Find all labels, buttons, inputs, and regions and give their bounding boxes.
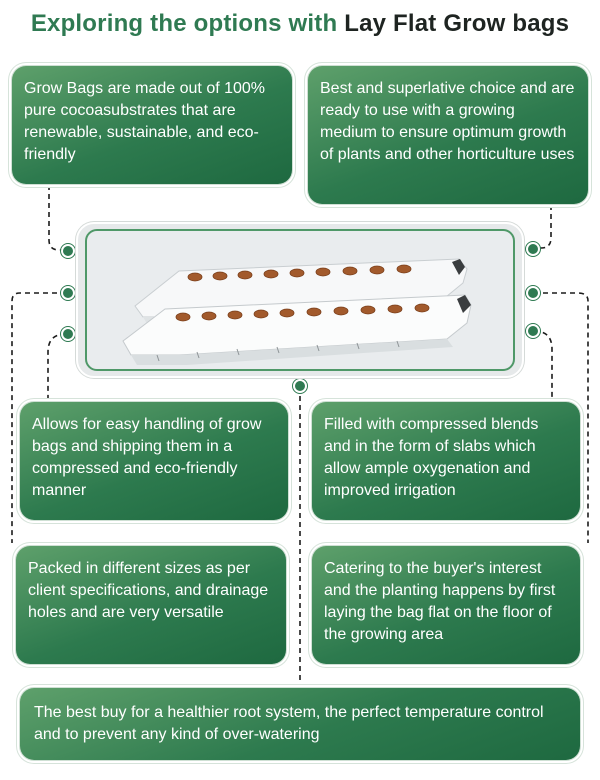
feature-card-sizes: Packed in different sizes as per client …	[16, 546, 286, 664]
feature-text: Allows for easy handling of grow bags an…	[32, 416, 262, 499]
feature-text: The best buy for a healthier root system…	[34, 704, 544, 743]
feature-text: Packed in different sizes as per client …	[28, 560, 269, 621]
node-dot-3	[60, 285, 76, 301]
center-image-frame	[76, 222, 524, 378]
connector-top-right	[534, 205, 552, 249]
feature-card-compressed-blends: Filled with compressed blends and in the…	[312, 402, 580, 520]
title-part-green: Exploring the options with	[30, 10, 338, 37]
node-dot-6	[525, 323, 541, 339]
connector-mid-right	[534, 292, 589, 543]
feature-text: Catering to the buyer's interest and the…	[324, 560, 556, 643]
feature-card-easy-handling: Allows for easy handling of grow bags an…	[20, 402, 288, 520]
center-image-panel	[85, 229, 515, 371]
node-dot-5	[60, 326, 76, 342]
connector-lower-right	[533, 330, 553, 400]
node-dot-2	[525, 241, 541, 257]
feature-card-root-system: The best buy for a healthier root system…	[20, 688, 580, 760]
feature-card-ready-to-use: Best and superlative choice and are read…	[308, 66, 588, 204]
feature-card-renewable: Grow Bags are made out of 100% pure coco…	[12, 66, 292, 184]
page-title: Exploring the options with Lay Flat Grow…	[0, 10, 600, 38]
connector-lower-left	[47, 333, 67, 400]
feature-card-buyer-interest: Catering to the buyer's interest and the…	[312, 546, 580, 664]
grow-bag-illustration-icon	[122, 258, 472, 365]
feature-text: Grow Bags are made out of 100% pure coco…	[24, 80, 266, 163]
node-dot-4	[525, 285, 541, 301]
feature-text: Filled with compressed blends and in the…	[324, 416, 539, 499]
node-dot-7	[292, 378, 308, 394]
node-dot-1	[60, 243, 76, 259]
title-part-dark: Lay Flat Grow bags	[344, 10, 570, 37]
connector-top-left	[48, 185, 66, 251]
grow-bag-front	[122, 294, 472, 365]
feature-text: Best and superlative choice and are read…	[320, 80, 575, 163]
connector-mid-left	[11, 292, 66, 543]
